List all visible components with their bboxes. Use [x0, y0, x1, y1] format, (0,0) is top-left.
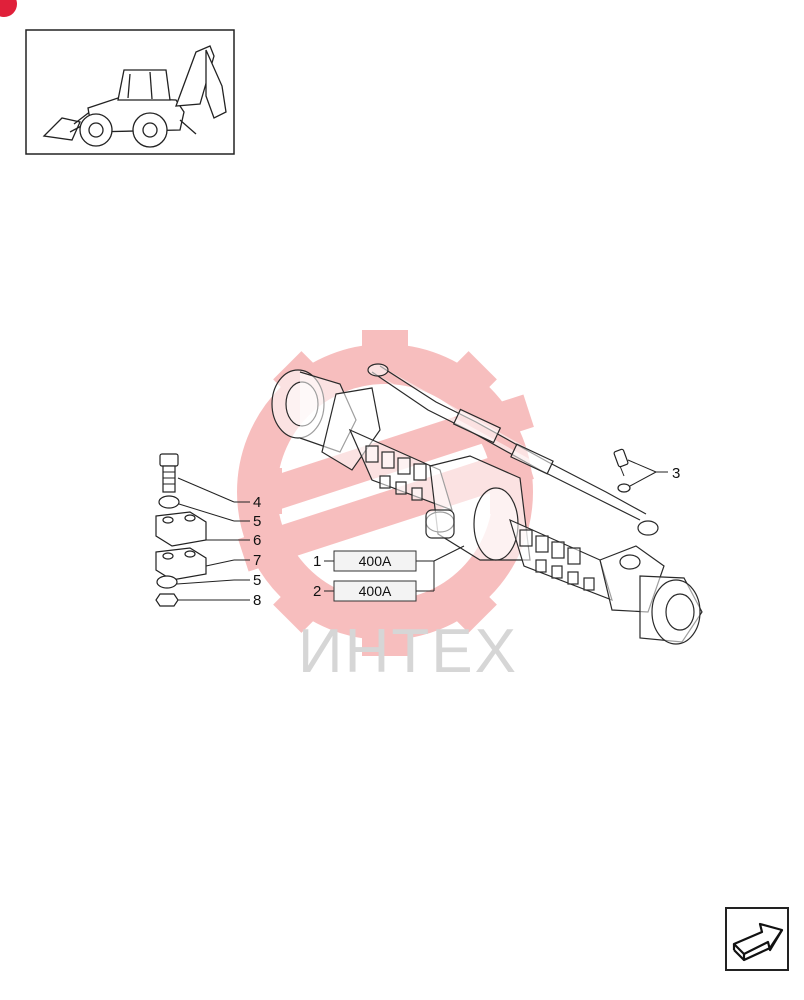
- callout-7[interactable]: 7: [253, 552, 261, 569]
- next-page-arrow-icon: [732, 922, 784, 962]
- upper-block-part: [155, 511, 207, 547]
- page-badge: [0, 0, 17, 17]
- machine-thumbnail[interactable]: [25, 29, 235, 155]
- callout-numbers: 1 2 3 4 5 6 7 5 8: [253, 465, 680, 609]
- mounting-hardware[interactable]: [155, 453, 207, 607]
- next-page-button[interactable]: [725, 907, 789, 971]
- grease-nipple-part[interactable]: [613, 448, 631, 493]
- reference-label: 400A: [359, 583, 392, 599]
- washer-bottom-part: [156, 575, 178, 589]
- reference-label: 400A: [359, 553, 392, 569]
- bolt-part: [159, 453, 179, 493]
- leader-lines: [176, 459, 668, 601]
- washer-top-part: [158, 495, 180, 509]
- nut-part: [155, 593, 179, 607]
- watermark-text: ИНТЕХ: [298, 617, 518, 686]
- callout-3[interactable]: 3: [672, 465, 680, 482]
- lower-block-part: [155, 547, 207, 581]
- backhoe-loader-icon: [42, 45, 227, 148]
- callout-6[interactable]: 6: [253, 532, 261, 549]
- callout-1[interactable]: 1: [313, 553, 321, 570]
- callout-5[interactable]: 5: [253, 572, 261, 589]
- reference-box-1[interactable]: 400A: [333, 550, 417, 572]
- reference-box-2[interactable]: 400A: [333, 580, 417, 602]
- callout-2[interactable]: 2: [313, 583, 321, 600]
- callout-8[interactable]: 8: [253, 592, 261, 609]
- tie-rod: [367, 363, 659, 536]
- callout-5[interactable]: 5: [253, 513, 261, 530]
- callout-4[interactable]: 4: [253, 494, 261, 511]
- front-axle-assembly[interactable]: [271, 369, 703, 645]
